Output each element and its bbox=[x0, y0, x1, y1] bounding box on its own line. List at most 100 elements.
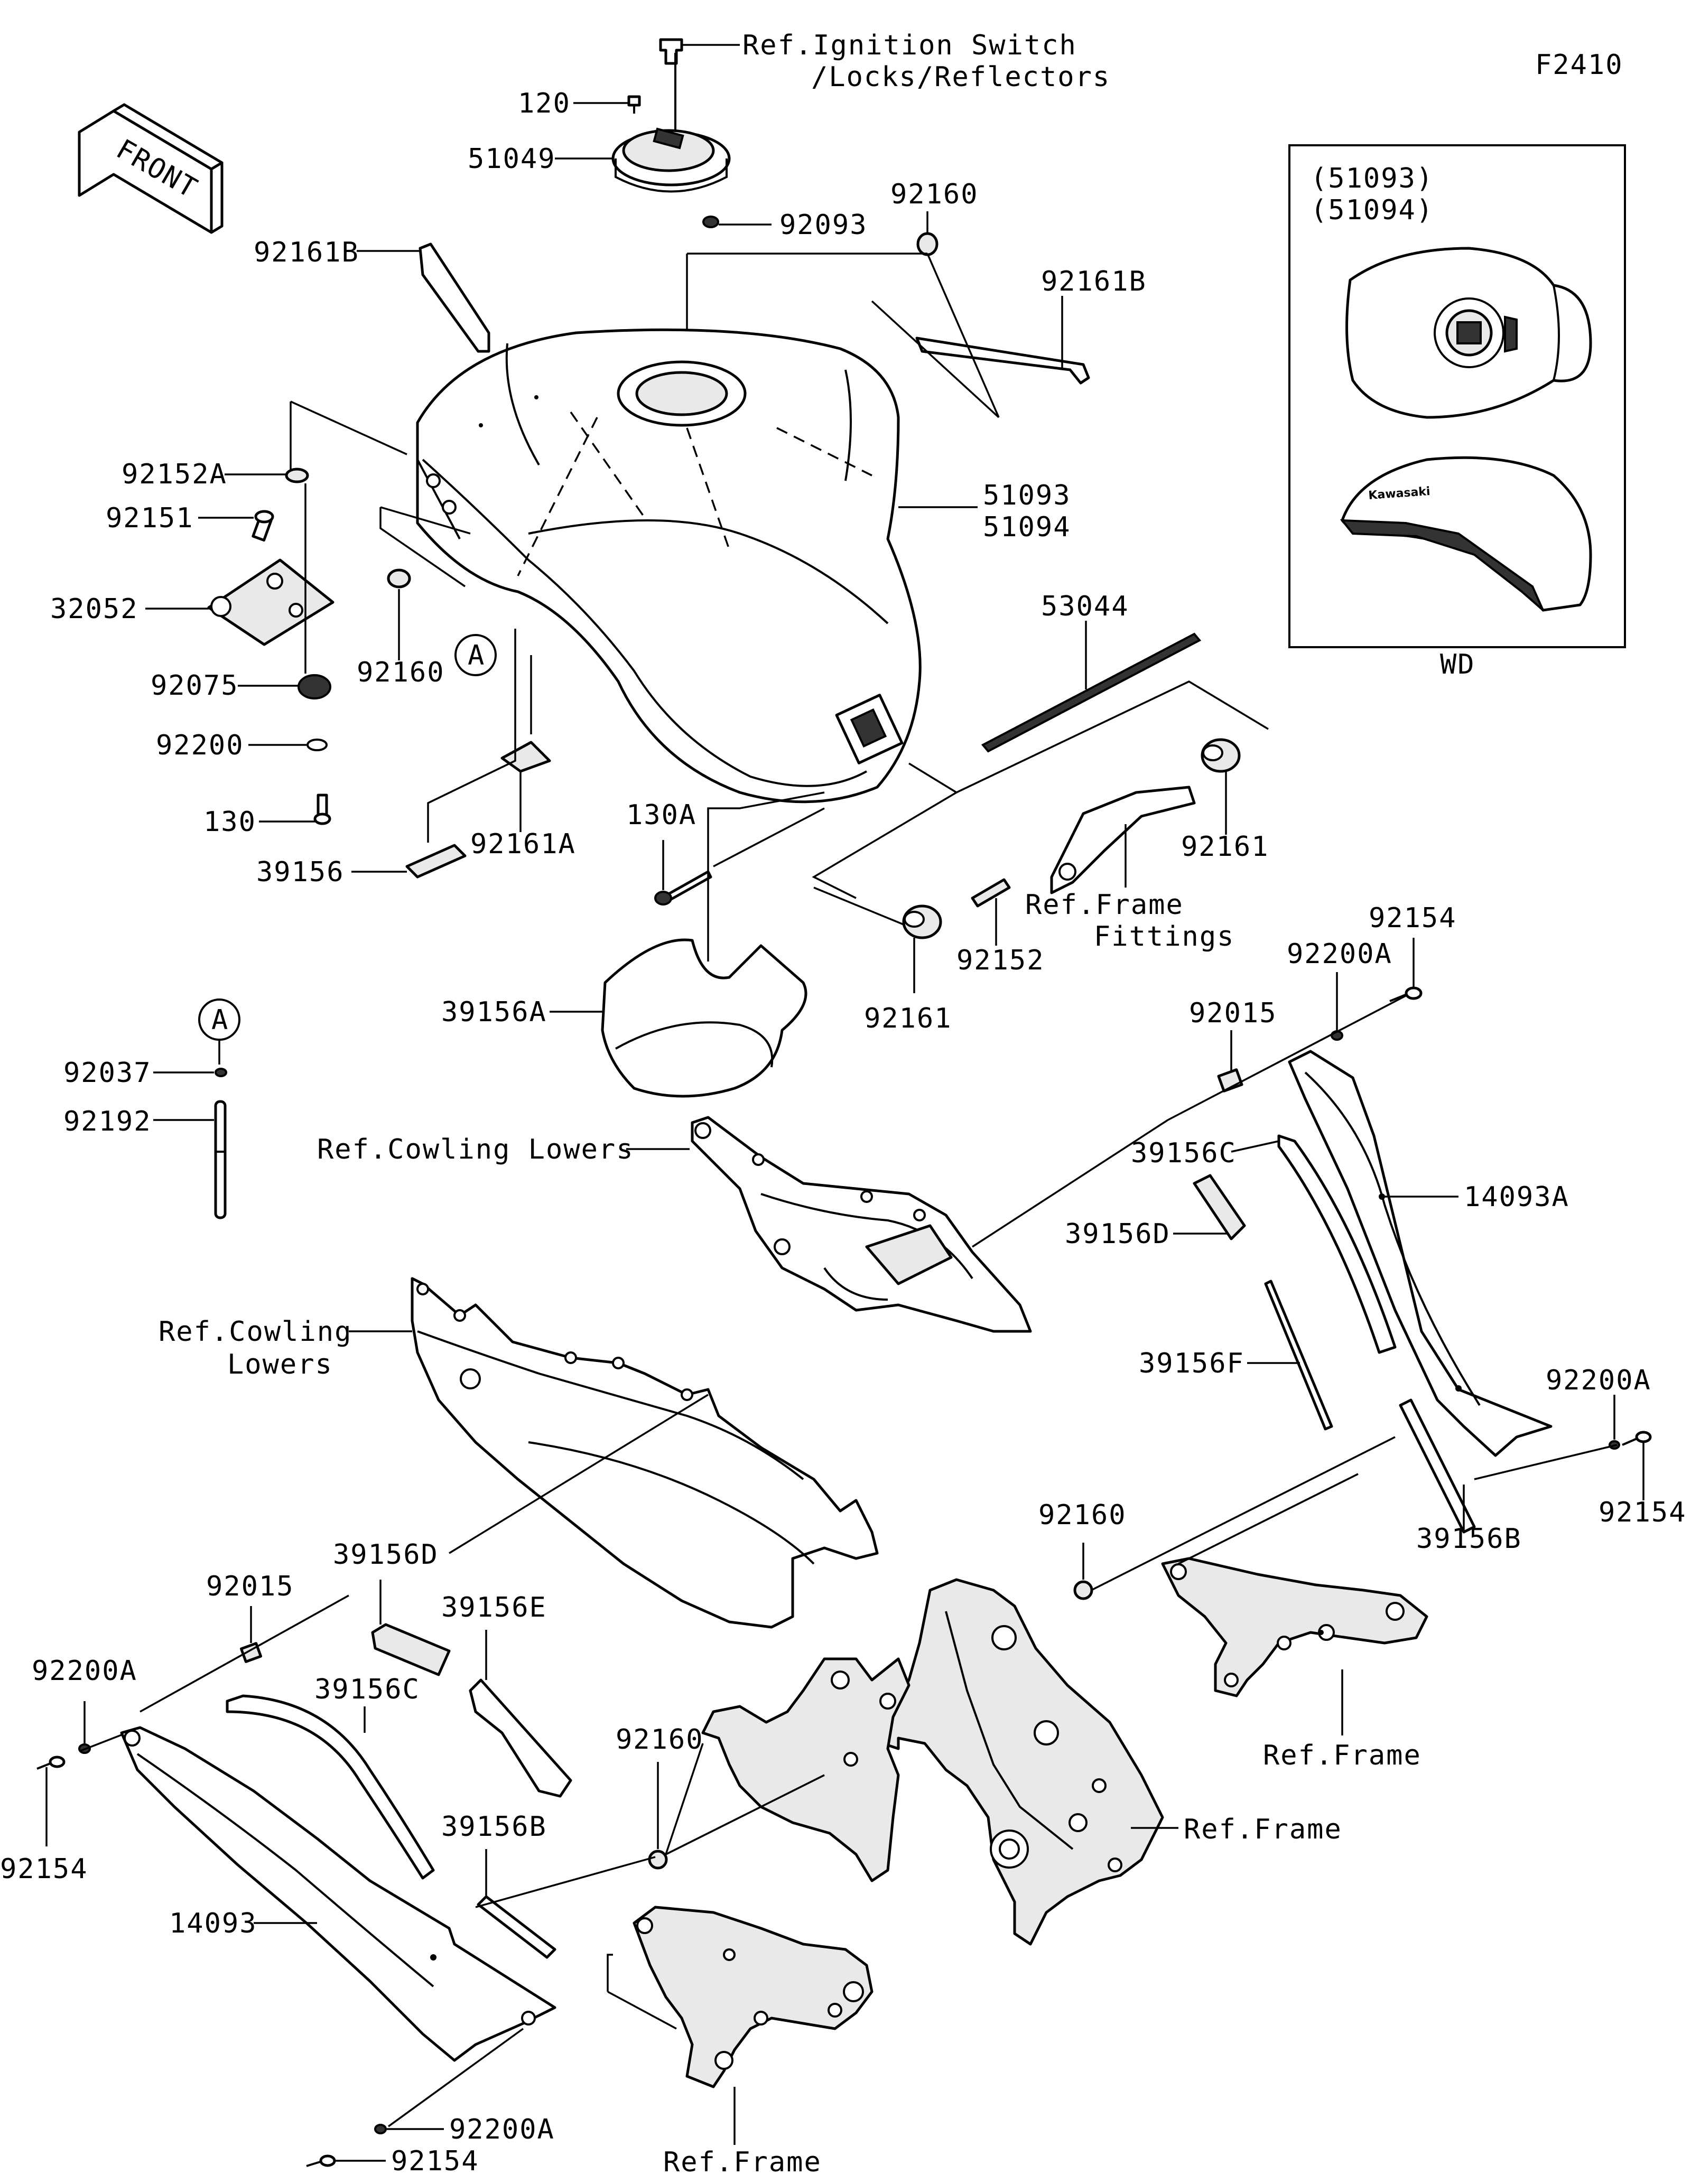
callout-a-detail: A bbox=[198, 998, 240, 1065]
label-ref-cowling-lowers-2a: Ref.Cowling bbox=[159, 1316, 352, 1348]
front-arrow-icon: FRONT bbox=[78, 103, 224, 234]
pad-39156D-l bbox=[371, 1580, 451, 1676]
frame-bracket-bottom bbox=[633, 1906, 874, 2145]
label-ref-frame-fittings-1: Ref.Frame bbox=[1025, 889, 1184, 921]
label-ref-frame-b: Ref.Frame bbox=[663, 2146, 822, 2178]
collar-92015-r bbox=[1217, 1030, 1243, 1093]
washer-92200A-l bbox=[78, 1701, 91, 1754]
bolt-92093 bbox=[702, 216, 772, 228]
bracket-32052 bbox=[145, 558, 335, 646]
damper-92161-right bbox=[1201, 738, 1241, 835]
label-130A: 130A bbox=[626, 799, 696, 831]
label-92161B-right: 92161B bbox=[1041, 266, 1147, 297]
label-92160-top: 92160 bbox=[890, 179, 979, 210]
nut-92160-low bbox=[648, 1762, 668, 1870]
label-92160-low: 92160 bbox=[616, 1724, 704, 1756]
label-92200A-r2: 92200A bbox=[1546, 1365, 1651, 1396]
bracket-92161B-right bbox=[915, 296, 1090, 385]
label-39156: 39156 bbox=[256, 856, 345, 888]
fuel-tank-51093 bbox=[416, 328, 978, 804]
bolt-130 bbox=[259, 794, 331, 825]
label-92075: 92075 bbox=[151, 670, 239, 702]
label-39156A: 39156A bbox=[441, 996, 547, 1028]
washer-92200A-r2 bbox=[1609, 1395, 1620, 1450]
bolt-92154-b bbox=[306, 2154, 386, 2167]
callout-a-detail-label: A bbox=[211, 1004, 229, 1036]
screw-120 bbox=[573, 95, 641, 114]
label-92200A-l: 92200A bbox=[32, 1655, 137, 1687]
label-92152: 92152 bbox=[956, 945, 1045, 976]
strip-39156C-l bbox=[226, 1694, 435, 1880]
label-92037: 92037 bbox=[63, 1057, 152, 1089]
label-92200: 92200 bbox=[156, 730, 244, 761]
frame-down-tube bbox=[701, 1657, 910, 1882]
label-39156C-l: 39156C bbox=[314, 1674, 420, 1705]
label-92152A: 92152A bbox=[122, 459, 227, 490]
label-92154-r1: 92154 bbox=[1369, 902, 1457, 934]
pad-39156D-r bbox=[1173, 1174, 1246, 1240]
label-92160-left: 92160 bbox=[357, 657, 445, 688]
label-32052: 32052 bbox=[50, 593, 138, 625]
label-92151: 92151 bbox=[106, 502, 194, 534]
bracket-92161B-left bbox=[357, 242, 490, 353]
bolt-92154-l bbox=[36, 1756, 66, 1846]
bolt-92151 bbox=[198, 510, 274, 542]
frame-fitting-bracket bbox=[1050, 786, 1196, 894]
label-92154-b: 92154 bbox=[391, 2145, 479, 2177]
label-ref-cowling-lowers-1: Ref.Cowling Lowers bbox=[317, 1134, 634, 1165]
label-92093: 92093 bbox=[779, 209, 868, 241]
strip-39156E bbox=[469, 1630, 572, 1798]
label-39156C-r: 39156C bbox=[1131, 1137, 1237, 1169]
side-cover-14093 bbox=[120, 1726, 556, 2062]
washer-92200A-b bbox=[374, 2124, 444, 2134]
collar-92152A bbox=[225, 468, 309, 483]
label-ref-ignition-2: /Locks/Reflectors bbox=[811, 61, 1110, 93]
label-ref-cowling-lowers-2b: Lowers bbox=[227, 1349, 333, 1380]
label-92160-mid: 92160 bbox=[1038, 1499, 1127, 1531]
label-51093: 51093 bbox=[983, 480, 1071, 511]
pad-39156 bbox=[351, 844, 467, 879]
label-39156E: 39156E bbox=[441, 1592, 547, 1623]
collar-92152 bbox=[971, 878, 1011, 946]
label-39156D-l: 39156D bbox=[333, 1539, 439, 1571]
label-51094: 51094 bbox=[983, 511, 1071, 543]
figure-code: F2410 bbox=[1535, 49, 1623, 81]
callout-a-marker: A bbox=[454, 634, 497, 676]
label-92192: 92192 bbox=[63, 1106, 152, 1137]
label-ref-frame-fittings-2: Fittings bbox=[1094, 921, 1234, 953]
label-39156D-r: 39156D bbox=[1065, 1218, 1170, 1250]
label-130: 130 bbox=[203, 806, 256, 838]
nut-92160-top bbox=[916, 211, 939, 256]
inset-line-2: (51094) bbox=[1311, 194, 1434, 226]
nut-92160-left bbox=[387, 568, 411, 660]
hose-92192 bbox=[153, 1100, 227, 1219]
heat-guard-39156A bbox=[550, 938, 807, 1098]
strip-39156B-r bbox=[1399, 1398, 1476, 1534]
inset-line-1: (51093) bbox=[1311, 163, 1434, 194]
inset-caption: WD bbox=[1440, 649, 1475, 680]
strip-53044 bbox=[981, 621, 1202, 753]
strip-39156F bbox=[1247, 1280, 1333, 1431]
label-39156B-r: 39156B bbox=[1416, 1523, 1522, 1555]
frame-bracket-right bbox=[1161, 1557, 1428, 1735]
strip-39156C-r bbox=[1231, 1134, 1397, 1354]
bolt-92154-r2 bbox=[1622, 1431, 1652, 1500]
label-120: 120 bbox=[518, 88, 571, 119]
nut-92160-mid bbox=[1073, 1543, 1093, 1600]
pad-92161A bbox=[500, 741, 551, 832]
label-14093: 14093 bbox=[169, 1908, 257, 1939]
label-92154-r2: 92154 bbox=[1599, 1497, 1687, 1528]
label-ref-frame-r: Ref.Frame bbox=[1263, 1740, 1421, 1771]
damper-92075 bbox=[238, 674, 331, 699]
label-92200A-b: 92200A bbox=[449, 2114, 555, 2145]
inset-box-wd: (51093) (51094) Kawasaki WD bbox=[1288, 144, 1626, 680]
label-14093A: 14093A bbox=[1464, 1181, 1569, 1213]
bolt-92154-r1 bbox=[1389, 938, 1423, 1002]
frame-main bbox=[881, 1578, 1178, 1946]
label-92161-right: 92161 bbox=[1181, 831, 1269, 863]
callout-a-label: A bbox=[468, 640, 485, 671]
label-39156F: 39156F bbox=[1139, 1348, 1244, 1379]
label-92015-r: 92015 bbox=[1189, 997, 1277, 1029]
label-ref-frame-c: Ref.Frame bbox=[1184, 1814, 1342, 1845]
